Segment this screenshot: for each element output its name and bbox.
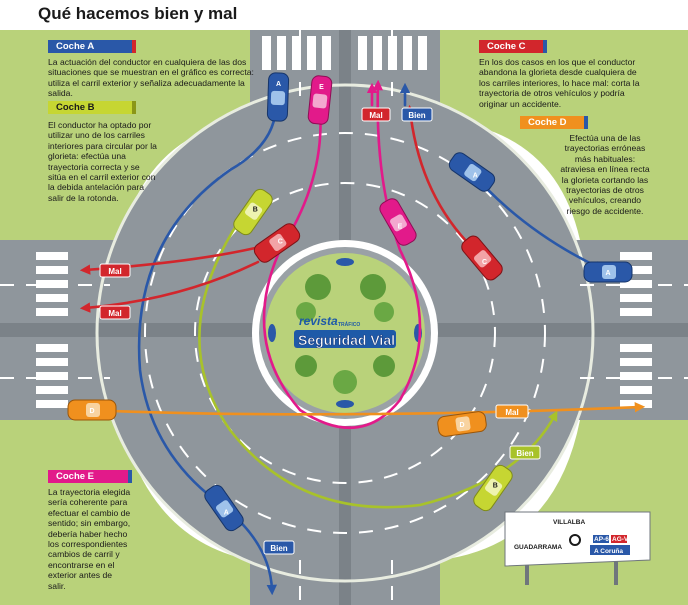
label-bien-east: Bien <box>509 445 541 460</box>
car-a-east: A <box>583 261 633 283</box>
svg-text:D: D <box>459 422 464 429</box>
car-c-northeast: C <box>461 235 503 281</box>
svg-text:TRÁFICO: TRÁFICO <box>338 321 360 328</box>
trajectory-coche-d <box>83 402 646 416</box>
svg-text:AP-6: AP-6 <box>594 536 609 543</box>
car-b-southeast: B <box>473 464 513 512</box>
svg-text:Bien: Bien <box>408 111 425 120</box>
label-mal-north: Mal <box>361 107 391 122</box>
grass-area <box>0 30 688 605</box>
page-title: Qué hacemos bien y mal <box>38 4 238 23</box>
svg-text:Seguridad Vial: Seguridad Vial <box>298 332 395 348</box>
text-coche-b: El conductor ha optado por utilizar uno … <box>48 120 157 203</box>
svg-text:E: E <box>398 223 403 230</box>
car-b-northwest: B <box>233 188 273 236</box>
car-d-east: D <box>437 411 487 437</box>
svg-text:Mal: Mal <box>505 408 518 417</box>
car-a-northeast: A <box>448 152 496 192</box>
svg-text:E: E <box>319 84 324 91</box>
label-bien-south: Bien <box>263 540 295 555</box>
text-coche-a: La actuación del conductor en cualquiera… <box>48 57 254 99</box>
svg-text:Mal: Mal <box>369 111 382 120</box>
label-mal-west-2: Mal <box>99 305 131 320</box>
svg-text:AG-VI: AG-VI <box>612 536 630 543</box>
svg-text:GUADARRAMA: GUADARRAMA <box>514 544 562 551</box>
tag-coche-e: Coche E <box>48 470 132 483</box>
label-mal-west-1: Mal <box>99 263 131 278</box>
text-coche-d: Efectúa una de las trayectorias erróneas… <box>560 133 650 216</box>
car-c-west: C <box>253 223 301 263</box>
car-d-west: D <box>67 399 117 421</box>
direction-sign: VILLALBA GUADARRAMA AP-6 AG-VI A Coruña <box>504 511 651 585</box>
svg-text:A: A <box>605 270 610 277</box>
tag-coche-a: Coche A <box>48 40 136 53</box>
svg-text:revista: revista <box>299 314 338 328</box>
svg-text:Mal: Mal <box>108 267 121 276</box>
svg-text:D: D <box>89 408 94 415</box>
car-a-north: A <box>266 72 290 122</box>
text-coche-c: En los dos casos en los que el conductor… <box>479 57 640 109</box>
svg-text:Bien: Bien <box>516 449 533 458</box>
svg-text:A Coruña: A Coruña <box>594 548 623 555</box>
svg-text:B: B <box>493 483 498 490</box>
svg-text:VILLALBA: VILLALBA <box>553 519 585 526</box>
logo-seguridad-vial: revista TRÁFICO Seguridad Vial <box>294 314 396 348</box>
text-coche-e: La trayectoria elegida sería coherente p… <box>48 487 131 591</box>
car-e-center: E <box>379 198 417 246</box>
car-a-southwest: A <box>204 484 244 532</box>
svg-text:Bien: Bien <box>270 544 287 553</box>
svg-text:A: A <box>224 509 229 516</box>
svg-text:A: A <box>473 172 478 179</box>
label-mal-east: Mal <box>495 404 529 419</box>
svg-text:C: C <box>482 259 487 266</box>
label-bien-north: Bien <box>401 107 433 122</box>
svg-text:C: C <box>278 239 283 246</box>
zebra-crossings <box>36 36 652 408</box>
tag-coche-c: Coche C <box>479 40 547 53</box>
svg-text:B: B <box>253 207 258 214</box>
tag-coche-d: Coche D <box>520 116 588 129</box>
svg-text:A: A <box>276 81 281 88</box>
car-e-north: E <box>307 75 333 125</box>
svg-text:Mal: Mal <box>108 309 121 318</box>
tag-coche-b: Coche B <box>48 101 136 114</box>
